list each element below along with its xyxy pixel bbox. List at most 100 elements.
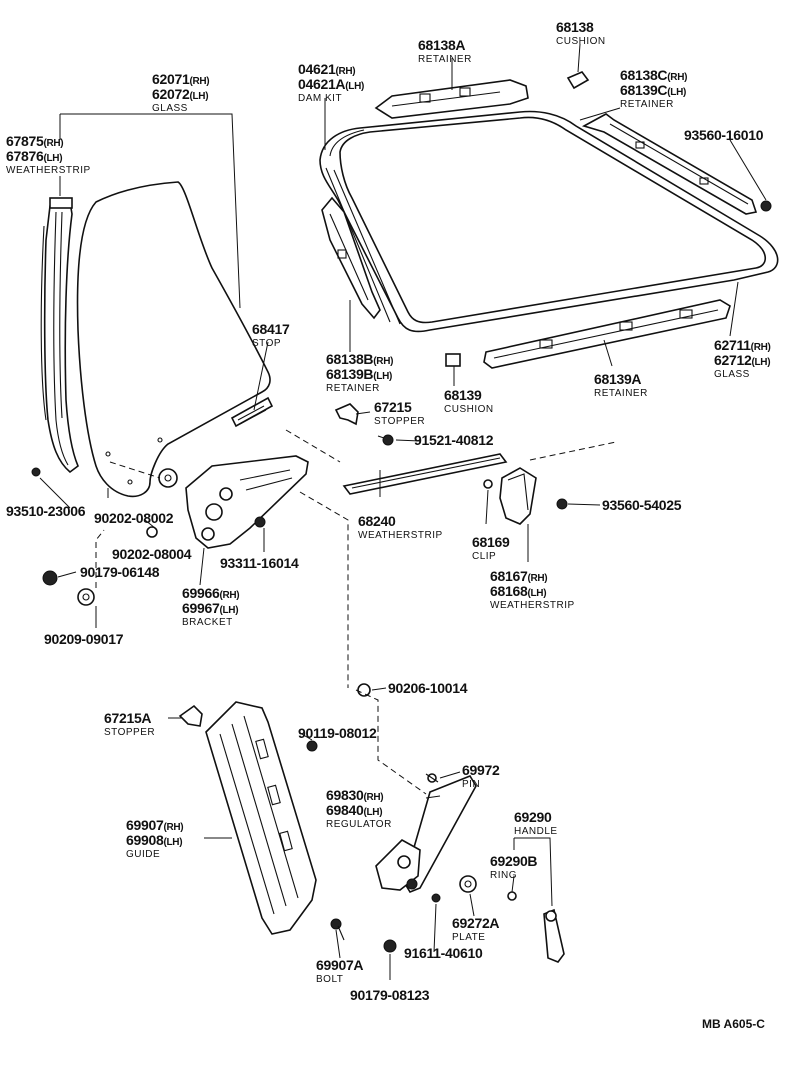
label-91521-40812: 91521-40812 [414, 432, 494, 448]
label-90209-09017: 90209-09017 [44, 631, 124, 647]
part-number: 93510-23006 [6, 503, 86, 519]
part-number: 68138B(RH) [326, 351, 393, 367]
part-description: RETAINER [594, 388, 648, 399]
part-description: RETAINER [620, 99, 674, 110]
part-number: 90179-08123 [350, 987, 430, 1003]
screw-93510-23006-part [31, 467, 41, 477]
part-number: 69967(LH) [182, 600, 238, 616]
part-number: 69840(LH) [326, 802, 382, 818]
label-69907: 69907(RH)69908(LH)GUIDE [126, 817, 184, 860]
regulator-part [375, 775, 477, 893]
part-number: 90209-09017 [44, 631, 124, 647]
part-number: 68167(RH) [490, 568, 547, 584]
part-number: 04621(RH) [298, 61, 355, 77]
part-number: 62072(LH) [152, 86, 208, 102]
part-number: 68240 [358, 513, 396, 529]
label-90119-08012: 90119-08012 [298, 725, 377, 741]
part-number: 69907(RH) [126, 817, 183, 833]
screw-93311-16014-part [254, 516, 266, 528]
part-number: 69966(RH) [182, 585, 239, 601]
part-number: 69830(RH) [326, 787, 383, 803]
part-number: 93560-54025 [602, 497, 682, 513]
part-description: RING [490, 870, 517, 881]
label-93560-54025: 93560-54025 [602, 497, 682, 513]
part-number: 62712(LH) [714, 352, 770, 368]
rear-weatherstrip-part [499, 467, 537, 525]
part-number: 69290 [514, 809, 552, 825]
part-number: 68139B(LH) [326, 366, 392, 382]
part-number: 68139C(LH) [620, 82, 686, 98]
part-number: 62711(RH) [714, 337, 771, 353]
label-90179-06148: 90179-06148 [80, 564, 160, 580]
front-weatherstrip-part [40, 197, 79, 474]
nut-90179-06148-part [42, 570, 58, 586]
label-93510-23006: 93510-23006 [6, 503, 86, 519]
nut-90179-08123-part [383, 939, 397, 953]
label-68138b: 68138B(RH)68139B(LH)RETAINER [326, 351, 393, 394]
part-number: 93311-16014 [220, 555, 299, 571]
label-93560-16010: 93560-16010 [684, 127, 764, 143]
part-number: 68168(LH) [490, 583, 546, 599]
label-90202-08002: 90202-08002 [94, 510, 174, 526]
left-retainer-part [321, 196, 381, 320]
washer-90202-08004-part [146, 526, 158, 538]
part-number: 04621A(LH) [298, 76, 364, 92]
part-description: CUSHION [444, 404, 494, 415]
rear-glass-part [319, 110, 779, 333]
clip-68169-part [483, 479, 493, 489]
part-description: DAM KIT [298, 93, 342, 104]
part-description: STOP [252, 338, 281, 349]
labels-layer: 62071(RH)62072(LH)GLASS 04621(RH)04621A(L… [6, 19, 771, 1003]
part-number: 69972 [462, 762, 500, 778]
label-68138c: 68138C(RH)68139C(LH)RETAINER [620, 67, 687, 110]
top-retainer-part [374, 79, 529, 119]
part-number: 67215 [374, 399, 412, 415]
part-number: 91521-40812 [414, 432, 494, 448]
label-91611-40610: 91611-40610 [404, 945, 483, 961]
part-number: 90202-08004 [112, 546, 192, 562]
washer-90202-08002-part [158, 468, 178, 488]
part-number: 90119-08012 [298, 725, 377, 741]
part-description: RETAINER [418, 54, 472, 65]
part-number: 68417 [252, 321, 290, 337]
label-67875: 67875(RH)67876(LH)WEATHERSTRIP [6, 133, 90, 176]
stopper-67215a-part [178, 704, 203, 727]
screw-91521-40812-part [377, 434, 394, 446]
label-62071: 62071(RH)62072(LH)GLASS [152, 71, 210, 114]
part-description: STOPPER [104, 727, 155, 738]
label-90206-10014: 90206-10014 [388, 680, 468, 696]
part-number: 68138A [418, 37, 465, 53]
dashed-alignment-lines [95, 429, 617, 795]
part-number: 90179-06148 [80, 564, 160, 580]
screw-91611-40610-part [431, 893, 441, 903]
stopper-67215-part [334, 403, 359, 426]
part-description: GUIDE [126, 849, 160, 860]
part-number: 67215A [104, 710, 151, 726]
part-description: REGULATOR [326, 819, 392, 830]
bolt-69907a-part [330, 918, 345, 941]
part-description: CLIP [472, 551, 496, 562]
label-69966: 69966(RH)69967(LH)BRACKET [182, 585, 240, 628]
part-number: 69908(LH) [126, 832, 182, 848]
part-number: 68138C(RH) [620, 67, 687, 83]
part-number: 90202-08002 [94, 510, 174, 526]
part-description: CUSHION [556, 36, 606, 47]
label-90179-08123: 90179-08123 [350, 987, 430, 1003]
part-number: 93560-16010 [684, 127, 764, 143]
part-description: GLASS [714, 369, 750, 380]
part-number: 68139A [594, 371, 641, 387]
part-description: HANDLE [514, 826, 558, 837]
label-90202-08004: 90202-08004 [112, 546, 192, 562]
bracket-part [185, 455, 309, 549]
